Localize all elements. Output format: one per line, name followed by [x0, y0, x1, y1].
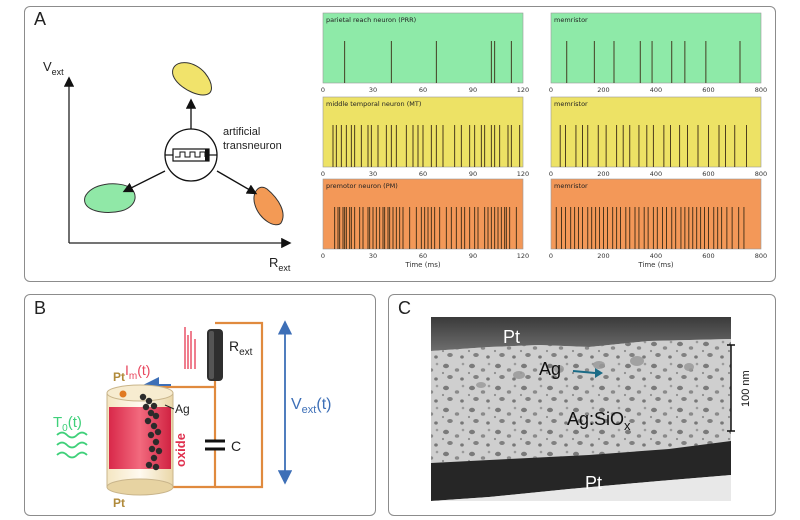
ag-label: Ag	[175, 402, 190, 416]
x-axis-label: Time (ms)	[404, 261, 441, 269]
tick-label: 90	[469, 170, 477, 178]
tick-label: 600	[702, 86, 714, 94]
current-label: Im(t)	[125, 362, 150, 382]
device-label-line2: transneuron	[223, 140, 282, 152]
tick-label: 600	[702, 252, 714, 260]
tick-label: 60	[419, 86, 427, 94]
tick-label: 0	[549, 252, 553, 260]
raster-title: memristor	[554, 182, 588, 190]
tick-label: 120	[517, 252, 529, 260]
raster-title: memristor	[554, 100, 588, 108]
raster-plot-memristor-2: memristor	[550, 96, 762, 168]
rext-label: Rext	[229, 338, 253, 358]
raster-plot-neuron-2: middle temporal neuron (MT)	[322, 96, 524, 168]
panel-a: A Vext Rext artificial transn	[24, 6, 776, 282]
tick-label: 90	[469, 252, 477, 260]
panel-b-label: B	[34, 298, 47, 318]
tick-label: 120	[517, 170, 529, 178]
panel-c: C	[388, 294, 776, 516]
transneuron-schematic: Vext Rext artificial transneuron	[43, 59, 292, 273]
tem-pt-bottom-label: Pt	[585, 473, 602, 493]
raster-background	[322, 178, 524, 250]
arrow-to-green	[122, 170, 166, 193]
vext-label: Vext(t)	[291, 396, 331, 416]
temperature-label: T0(t)	[53, 414, 82, 434]
tick-label: 0	[549, 86, 553, 94]
tick-label: 200	[597, 252, 609, 260]
raster-title: premotor neuron (PM)	[326, 182, 398, 190]
tick-label: 400	[650, 252, 662, 260]
panel-a-label: A	[34, 9, 47, 29]
raster-background	[550, 178, 762, 250]
tick-label: 60	[419, 252, 427, 260]
tick-label: 600	[702, 170, 714, 178]
x-axis-label: Time (ms)	[637, 261, 674, 269]
raster-title: parietal reach neuron (PRR)	[326, 16, 416, 24]
oxide-label: oxide	[173, 433, 188, 467]
tick-label: 0	[321, 86, 325, 94]
memristor-cylinder-icon	[106, 384, 174, 496]
tick-label: 400	[650, 170, 662, 178]
device-label-line1: artificial	[223, 126, 260, 138]
raster-plot-neuron-1: parietal reach neuron (PRR)	[322, 12, 524, 84]
tem-pt-top-label: Pt	[503, 327, 520, 347]
tem-ag-label: Ag	[539, 359, 561, 379]
tick-label: 120	[517, 86, 529, 94]
raster-title: memristor	[554, 16, 588, 24]
capacitor-label: C	[231, 438, 241, 454]
tick-label: 200	[597, 170, 609, 178]
tick-label: 200	[597, 86, 609, 94]
memristor-circuit-diagram: Rext C Vext(t) Im(t)	[53, 320, 331, 510]
tick-label: 0	[321, 170, 325, 178]
tick-label: 0	[549, 170, 553, 178]
yellow-state-blob	[172, 62, 212, 96]
scale-bar-label: 100 nm	[740, 370, 752, 407]
raster-plot-neuron-3: premotor neuron (PM)	[322, 178, 524, 250]
pt-bottom-label: Pt	[113, 496, 125, 510]
x-axis-label: Rext	[269, 255, 291, 273]
tick-label: 800	[755, 252, 767, 260]
tick-label: 0	[321, 252, 325, 260]
spike-raster-plots: parietal reach neuron (PRR) memristor midd…	[321, 12, 767, 269]
tick-label: 60	[419, 170, 427, 178]
arrow-to-orange	[216, 170, 258, 195]
tick-label: 30	[369, 86, 377, 94]
resistor-rext-icon	[207, 329, 223, 381]
raster-title: middle temporal neuron (MT)	[326, 100, 421, 108]
memristor-symbol-icon	[164, 128, 218, 182]
raster-plot-memristor-1: memristor	[550, 12, 762, 84]
tick-label: 400	[650, 86, 662, 94]
raster-background	[550, 12, 762, 84]
bottom-electrode	[431, 441, 731, 501]
ag-arrow	[572, 370, 596, 374]
raster-background	[322, 12, 524, 84]
panel-c-label: C	[398, 298, 411, 318]
capacitor-icon	[205, 439, 225, 451]
tick-label: 90	[469, 86, 477, 94]
orange-state-blob	[253, 186, 284, 226]
tem-micrograph: Pt Ag Ag:SiOx Pt 100 nm	[431, 317, 752, 501]
pt-top-label: Pt	[113, 370, 125, 384]
y-axis-label: Vext	[43, 59, 64, 77]
ag-arrow-head	[595, 368, 603, 378]
spike-marks	[184, 327, 196, 369]
tem-material-label: Ag:SiOx	[567, 409, 631, 433]
porous-film	[431, 339, 731, 463]
panel-b: B	[24, 294, 376, 516]
raster-plot-memristor-3: memristor	[550, 178, 762, 250]
heat-wave-icon	[56, 431, 88, 459]
tick-label: 30	[369, 170, 377, 178]
tick-label: 800	[755, 86, 767, 94]
tick-label: 800	[755, 170, 767, 178]
green-state-blob	[84, 183, 136, 213]
tick-label: 30	[369, 252, 377, 260]
